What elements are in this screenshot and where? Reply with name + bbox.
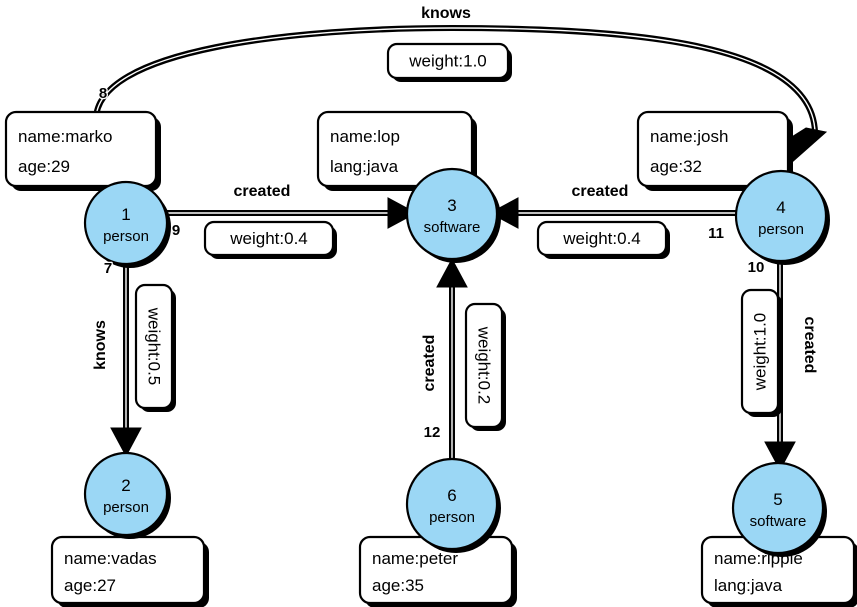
property-line-2: age:35	[372, 576, 424, 595]
edge-created-4-to-3[interactable]	[488, 197, 736, 229]
edge-created-6-to-3[interactable]	[436, 257, 468, 460]
edge-11-arrowhead	[488, 197, 519, 229]
edge-weight-box-frame	[536, 220, 668, 257]
edge-weight-box[interactable]: weight:0.5	[134, 283, 176, 412]
edge-weight-box[interactable]: weight:0.2	[464, 302, 506, 431]
edge-label-text: created	[234, 183, 291, 200]
property-line-1: name:lop	[330, 127, 400, 146]
node-type-label: person	[103, 499, 149, 516]
property-box: name:lop lang:java	[316, 110, 477, 191]
property-line-1: name:peter	[372, 549, 458, 568]
node-circle	[83, 180, 169, 266]
property-box: name:josh age:32	[636, 110, 793, 191]
node-type-label: software	[750, 513, 807, 530]
edge-8-path-highlight	[95, 27, 816, 133]
edge-number-text: 8	[99, 85, 107, 102]
node-circle	[83, 451, 169, 537]
node-id-text: 4	[776, 198, 785, 217]
edge-12-arrowhead	[436, 257, 468, 288]
graph-node-4[interactable]: 4 person	[734, 169, 830, 265]
graph-node-1[interactable]: 1 person	[83, 180, 171, 268]
property-line-2: lang:java	[330, 157, 399, 176]
node-id-text: 5	[773, 490, 782, 509]
node-circle	[405, 167, 499, 261]
node-circle	[734, 169, 828, 263]
edge-knows-1-to-2[interactable]	[110, 262, 142, 458]
edge-number-text: 9	[172, 222, 180, 239]
edge-number-labels: 8 9 7 11 10 12	[98, 84, 766, 443]
edge-weight-text: weight:0.2	[475, 326, 494, 405]
node-id-text: 3	[447, 196, 456, 215]
edge-weight-text: weight:1.0	[751, 313, 770, 392]
property-line-2: age:27	[64, 576, 116, 595]
graph-nodes: 1 person 2 person 3 software 4 person 5 software 6…	[83, 167, 830, 557]
edge-number-text: 12	[424, 424, 441, 441]
property-line-2: age:32	[650, 157, 702, 176]
node-id-text: 2	[121, 476, 130, 495]
edge-10-arrowhead	[764, 441, 796, 472]
edge-number-text: 10	[748, 259, 765, 276]
node-circle	[731, 461, 825, 555]
edge-weight-box[interactable]: weight:1.0	[740, 288, 782, 417]
edge-text-labels: knows created created knows created created	[91, 4, 820, 393]
property-boxes: name:marko age:29 name:lop lang:java name:jo…	[4, 110, 857, 607]
property-line-1: name:vadas	[64, 549, 157, 568]
edge-7-arrowhead	[110, 427, 142, 458]
edge-weight-text: weight:0.5	[145, 307, 164, 386]
edge-weight-box-frame	[464, 302, 504, 429]
node-id-text: 1	[121, 205, 130, 224]
edge-9-arrowhead	[387, 197, 418, 229]
property-box: name:vadas age:27	[50, 535, 209, 607]
property-box-frame	[316, 110, 474, 188]
property-box: name:marko age:29	[4, 110, 161, 191]
node-type-label: person	[103, 228, 149, 245]
node-type-label: person	[758, 221, 804, 238]
property-box: name:peter age:35	[358, 535, 517, 607]
edge-label-text: knows	[421, 5, 471, 22]
property-line-2: age:29	[18, 157, 70, 176]
node-id-text: 6	[447, 486, 456, 505]
edge-weight-box-frame	[740, 288, 780, 415]
edge-weight-boxes: weight:1.0 weight:0.4 weight:0.4 weight:0.5…	[134, 42, 782, 431]
graph-node-5[interactable]: 5 software	[731, 461, 827, 557]
edge-number-text: 11	[708, 225, 724, 242]
graph-node-2[interactable]: 2 person	[83, 451, 171, 539]
edge-created-1-to-3[interactable]	[167, 197, 418, 229]
edge-weight-text: weight:1.0	[408, 52, 487, 71]
node-type-label: software	[424, 219, 481, 236]
edge-weight-box[interactable]: weight:0.4	[203, 220, 337, 259]
edge-weight-text: weight:0.4	[229, 229, 308, 248]
edge-weight-box[interactable]: weight:1.0	[386, 42, 512, 82]
edge-label-text: created	[572, 183, 629, 200]
edge-weight-box-frame	[386, 42, 510, 80]
graph-node-3[interactable]: 3 software	[405, 167, 501, 263]
property-box-frame	[4, 110, 158, 188]
property-line-1: name:marko	[18, 127, 112, 146]
edge-number-text: 7	[104, 260, 112, 277]
edge-weight-box[interactable]: weight:0.4	[536, 220, 670, 259]
edge-label-text: created	[421, 335, 438, 392]
node-type-label: person	[429, 509, 475, 526]
edge-label-text: knows	[92, 320, 109, 370]
edge-label-text: created	[801, 317, 818, 374]
edge-weight-box-frame	[203, 220, 335, 257]
property-line-2: lang:java	[714, 576, 783, 595]
property-box-frame	[636, 110, 790, 188]
edge-weight-box-frame	[134, 283, 174, 410]
property-line-1: name:josh	[650, 127, 728, 146]
node-circle	[405, 457, 499, 551]
graph-node-6[interactable]: 6 person	[405, 457, 501, 553]
edge-weight-text: weight:0.4	[562, 229, 641, 248]
